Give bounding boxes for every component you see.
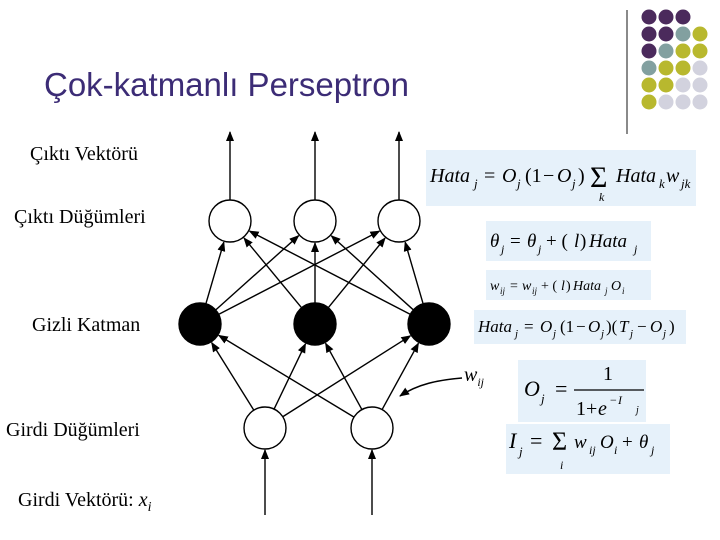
svg-text:Hata: Hata (572, 279, 601, 294)
svg-text:O: O (600, 432, 614, 453)
svg-text:i: i (560, 458, 563, 472)
svg-text:1: 1 (603, 363, 613, 385)
svg-text:w: w (522, 279, 532, 294)
edge-hidden-3-output-3 (405, 242, 423, 304)
output-node-3 (378, 200, 420, 242)
svg-text:l: l (574, 231, 579, 252)
svg-text:(1: (1 (525, 165, 542, 187)
svg-text:jk: jk (679, 176, 691, 191)
svg-text:): ) (566, 279, 571, 294)
svg-text:θ: θ (490, 231, 499, 252)
edge-input-1-hidden-3 (283, 336, 411, 417)
formula-weight-update: w ij = w ij + ( l ) Hata j O i (490, 279, 625, 296)
svg-text:e: e (598, 398, 607, 420)
svg-text:I: I (508, 428, 518, 453)
svg-text:k: k (659, 176, 665, 191)
svg-text:−: − (576, 317, 586, 336)
svg-text:(1: (1 (560, 317, 574, 336)
svg-text:−: − (610, 393, 617, 407)
svg-text:−: − (543, 165, 554, 187)
svg-text:): ) (669, 317, 675, 336)
svg-text:+ (: + ( (546, 231, 568, 252)
edge-hidden-1-output-2 (216, 236, 299, 310)
output-node-2 (294, 200, 336, 242)
svg-text:+ (: + ( (541, 279, 557, 294)
svg-text:ij: ij (500, 286, 506, 296)
svg-text:O: O (650, 317, 662, 336)
svg-text:j: j (632, 242, 638, 256)
svg-text:T: T (619, 317, 630, 336)
formula-error-output: Hata j = O j (1 − O j )( T j − O j ) (477, 317, 675, 340)
svg-text:): ) (580, 231, 586, 252)
svg-text:=: = (530, 428, 542, 453)
svg-text:=: = (524, 317, 534, 336)
edge-input-2-hidden-3 (382, 343, 418, 409)
svg-text:I: I (617, 393, 623, 407)
svg-text:k: k (599, 190, 605, 204)
svg-text:O: O (557, 165, 571, 187)
hidden-node-3 (408, 303, 450, 345)
svg-text:O: O (611, 279, 621, 294)
svg-text:ij: ij (532, 286, 538, 296)
svg-text:j: j (472, 176, 478, 191)
formula-error-hidden: Hata j = O j (1 − O j ) Σ k Hata k w jk (429, 161, 691, 204)
hidden-node-2 (294, 303, 336, 345)
svg-text:j: j (539, 391, 545, 406)
formula-bias-update: θ j = θ j + ( l ) Hata j (490, 231, 638, 256)
svg-text:−: − (637, 317, 647, 336)
input-node-1 (244, 407, 286, 449)
svg-text:=: = (510, 279, 518, 294)
svg-text:j: j (499, 242, 505, 256)
svg-text:O: O (588, 317, 600, 336)
svg-text:i: i (622, 286, 625, 296)
svg-text:θ: θ (527, 231, 536, 252)
svg-text:w: w (666, 165, 680, 187)
svg-text:+: + (622, 432, 633, 453)
svg-text:O: O (502, 165, 516, 187)
svg-text:j: j (536, 242, 542, 256)
svg-text:Σ: Σ (552, 427, 567, 456)
edge-hidden-3-output-1 (250, 231, 411, 314)
weight-pointer-arrow (400, 378, 462, 396)
svg-text:): ) (578, 165, 585, 187)
svg-text:=: = (484, 165, 495, 187)
svg-text:Hata: Hata (477, 317, 512, 336)
svg-text:ij: ij (589, 443, 596, 457)
edge-hidden-1-output-3 (219, 231, 380, 314)
svg-text:Hata: Hata (429, 165, 470, 187)
edge-input-2-hidden-2 (326, 343, 362, 409)
svg-text:l: l (561, 279, 565, 294)
edge-input-2-hidden-1 (219, 335, 354, 417)
svg-text:j: j (604, 286, 608, 296)
edge-hidden-3-output-2 (331, 236, 413, 310)
svg-text:j: j (513, 328, 518, 340)
svg-text:j: j (628, 328, 633, 340)
input-node-2 (351, 407, 393, 449)
edge-hidden-1-output-1 (206, 242, 224, 304)
svg-text:w: w (574, 432, 587, 453)
svg-text:O: O (540, 317, 552, 336)
svg-text:O: O (524, 376, 540, 401)
formula-net-input: I j = Σ i w ij O i + θ j (508, 427, 655, 472)
svg-text:Hata: Hata (615, 165, 656, 187)
formula-sigmoid: O j = 1 1+ e − I j (524, 363, 644, 420)
svg-text:=: = (510, 231, 521, 252)
svg-text:)(: )( (606, 317, 618, 336)
svg-text:j: j (634, 405, 639, 416)
hidden-node-1 (179, 303, 221, 345)
svg-text:1+: 1+ (576, 398, 597, 420)
svg-text:=: = (555, 376, 567, 401)
edge-input-1-hidden-2 (274, 344, 305, 409)
svg-text:Hata: Hata (588, 231, 627, 252)
svg-text:j: j (517, 444, 523, 459)
svg-text:i: i (614, 443, 617, 457)
output-node-1 (209, 200, 251, 242)
svg-text:θ: θ (639, 432, 648, 453)
svg-text:w: w (490, 279, 500, 294)
svg-text:j: j (649, 443, 655, 457)
